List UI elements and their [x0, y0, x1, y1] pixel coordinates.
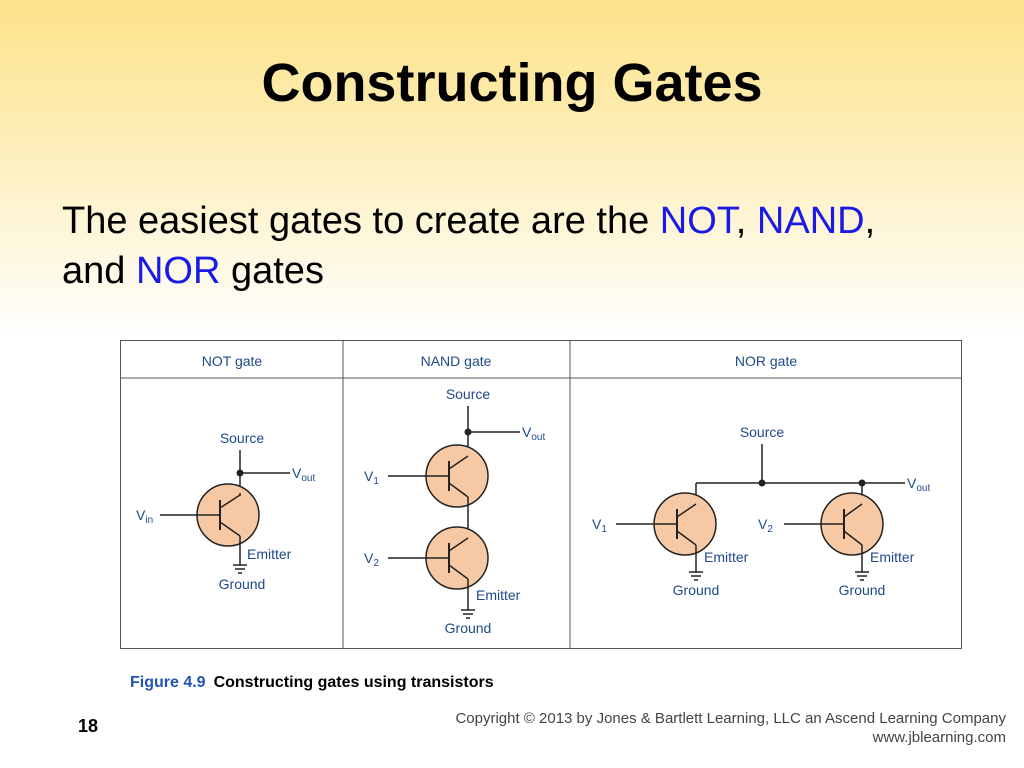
not-emitter-label: Emitter — [247, 546, 292, 562]
nor-emitter-2-label: Emitter — [870, 549, 915, 565]
nor-ground-1-label: Ground — [673, 582, 720, 598]
nor-gate-circuit: Source Vout V1 Emitter Ground — [592, 424, 930, 598]
body-intro: The easiest gates to create are the — [62, 200, 660, 242]
figure-caption: Figure 4.9 Constructing gates using trans… — [130, 674, 494, 692]
body-sep1: , — [735, 200, 757, 242]
nand-gate-circuit: Source Vout V1 V2 Emitter Grou — [364, 386, 545, 636]
nand-emitter-label: Emitter — [476, 587, 521, 603]
nand-v1-label: V1 — [364, 468, 379, 487]
publisher-url: www.jblearning.com — [872, 729, 1006, 746]
nor-v1-label: V1 — [592, 516, 607, 535]
nand-v2-label: V2 — [364, 550, 379, 569]
copyright-line: Copyright © 2013 by Jones & Bartlett Lea… — [455, 710, 1006, 727]
nor-emitter-1-label: Emitter — [704, 549, 749, 565]
copyright-notice: Copyright © 2013 by Jones & Bartlett Lea… — [455, 709, 1006, 747]
body-line2-start: and — [62, 250, 136, 292]
nor-ground-2-label: Ground — [839, 582, 886, 598]
nor-vout-label: Vout — [907, 475, 930, 494]
keyword-nor: NOR — [135, 250, 221, 292]
transistor-gates-figure: NOT gate NAND gate NOR gate Source Vout … — [120, 340, 963, 650]
figure-number: Figure 4.9 — [130, 674, 206, 691]
figure-caption-text: Constructing gates using transistors — [213, 674, 494, 691]
not-vin-label: Vin — [136, 507, 153, 526]
not-gate-circuit: Source Vout Vin Emitter Ground — [136, 430, 315, 592]
not-ground-label: Ground — [219, 576, 266, 592]
nor-v2-label: V2 — [758, 516, 773, 535]
nand-vout-label: Vout — [522, 424, 545, 443]
not-vout-label: Vout — [292, 465, 315, 484]
keyword-nand: NAND — [756, 200, 865, 242]
body-line2-end: gates — [220, 250, 324, 292]
gates-diagram: NOT gate NAND gate NOR gate Source Vout … — [120, 340, 962, 649]
header-nor-gate: NOR gate — [735, 353, 797, 369]
nor-source-label: Source — [740, 424, 785, 440]
not-source-label: Source — [220, 430, 265, 446]
header-nand-gate: NAND gate — [421, 353, 492, 369]
figure-frame — [120, 340, 962, 649]
keyword-not: NOT — [659, 200, 736, 242]
slide-title: Constructing Gates — [261, 53, 763, 113]
nand-ground-label: Ground — [445, 620, 492, 636]
page-number: 18 — [78, 716, 99, 736]
nand-source-label: Source — [446, 386, 491, 402]
nor-source-node — [758, 479, 766, 487]
body-sep2: , — [864, 200, 876, 242]
slide-body-text: The easiest gates to create are the NOT,… — [62, 196, 962, 296]
header-not-gate: NOT gate — [202, 353, 263, 369]
